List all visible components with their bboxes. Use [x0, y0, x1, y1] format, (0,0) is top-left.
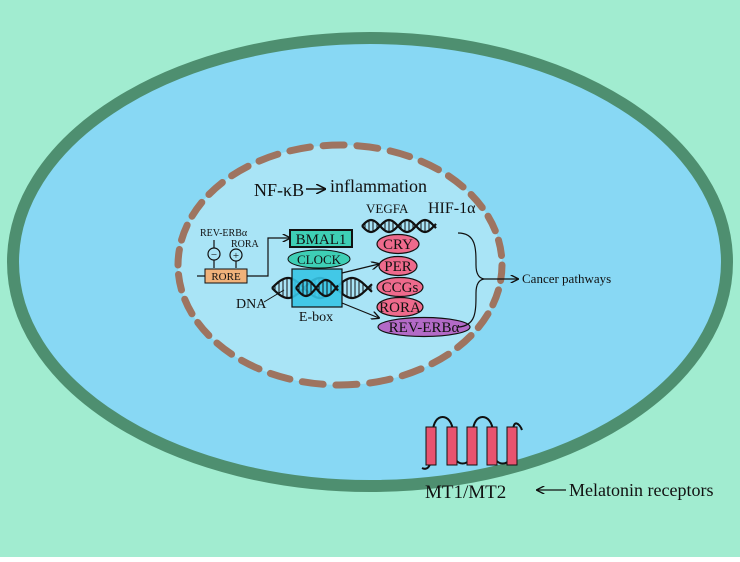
envelope-segment	[417, 157, 442, 174]
envelope-segment	[286, 143, 314, 155]
minus-sign: −	[211, 249, 217, 261]
inflammation-label: inflammation	[330, 176, 427, 196]
bmal1-label: BMAL1	[296, 232, 347, 248]
envelope-segment	[228, 162, 252, 180]
envelope-segment	[174, 246, 183, 269]
envelope-segment	[398, 365, 425, 380]
nuclear-envelope	[174, 141, 506, 389]
melatonin-receptor-mt1-mt2	[421, 416, 523, 470]
receptor-helix	[506, 426, 518, 466]
gene-oval-rora	[376, 296, 424, 318]
envelope-segment	[444, 172, 467, 191]
envelope-segment	[319, 141, 348, 150]
vegfa-label: VEGFA	[366, 201, 409, 216]
dna-strand	[361, 218, 437, 234]
receptor-helix	[486, 426, 498, 466]
receptor-helix	[446, 426, 458, 466]
envelope-segment	[298, 378, 327, 388]
dna-strand	[361, 218, 437, 234]
envelope-segment	[489, 286, 502, 309]
envelope-segment	[467, 191, 486, 212]
envelope-segment	[266, 369, 294, 383]
gene-label: PER	[384, 259, 412, 275]
receptor-helix	[425, 426, 437, 466]
nfkb-label: NF-κB	[254, 180, 304, 200]
ebox-to-cry-arrow	[341, 264, 379, 274]
envelope-segment	[181, 295, 196, 318]
dna-label: DNA	[236, 297, 267, 312]
gene-label: CCGs	[382, 280, 419, 296]
gene-oval-ccgs	[376, 276, 424, 298]
envelope-segment	[454, 332, 475, 351]
dna-helix-top	[361, 218, 437, 234]
envelope-segment	[497, 261, 506, 284]
envelope-segment	[194, 318, 213, 339]
cancer-pathways-label: Cancer pathways	[522, 271, 611, 286]
hif-label: HIF-1α	[428, 200, 476, 217]
envelope-segment	[332, 380, 361, 389]
melatonin-receptors-label: Melatonin receptors	[569, 480, 713, 500]
envelope-segment	[386, 147, 414, 161]
plus-sign: +	[233, 250, 239, 262]
gene-oval-cry	[376, 233, 420, 255]
dna-pointer	[263, 289, 285, 303]
dna-helix-in-ebox	[295, 278, 339, 298]
envelope-segment	[205, 179, 226, 198]
bmal1-box	[289, 229, 353, 248]
envelope-segment	[213, 339, 236, 358]
dna-strand	[295, 278, 339, 298]
ebox-label: E-box	[299, 310, 333, 325]
envelope-segment	[366, 375, 394, 387]
envelope-segment	[428, 350, 452, 368]
gene-label: CRY	[383, 237, 413, 253]
envelope-segment	[495, 236, 505, 259]
gene-label: RORA	[379, 300, 421, 316]
envelope-segment	[474, 310, 492, 332]
envelope-segment	[255, 150, 282, 165]
envelope-segment	[175, 271, 185, 294]
gene-oval-per	[378, 255, 418, 277]
receptor-helix	[466, 426, 478, 466]
envelope-segment	[238, 356, 263, 373]
envelope-segment	[484, 212, 499, 235]
rev-erb-label: REV-ERBα	[200, 228, 248, 239]
rore-label: RORE	[211, 271, 241, 283]
clock-oval	[287, 249, 351, 269]
mt1-mt2-label: MT1/MT2	[425, 482, 506, 503]
ebox-to-rora-arrow	[341, 302, 379, 318]
clock-label: CLOCK	[297, 252, 342, 267]
envelope-segment	[188, 198, 206, 220]
envelope-segment	[178, 221, 191, 244]
envelope-segment	[353, 142, 382, 152]
rore-to-bmal1-arrow	[247, 238, 290, 277]
dna-strand	[295, 278, 339, 298]
gene-label: REV-ERBα	[389, 320, 460, 336]
gene-oval-reverb	[377, 316, 471, 338]
rora-label: RORA	[231, 239, 260, 250]
